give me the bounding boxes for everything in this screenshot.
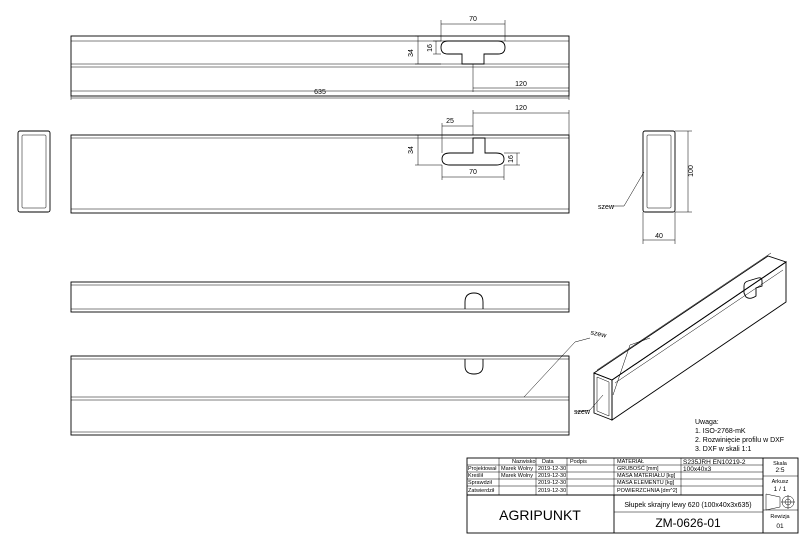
notes-heading: Uwaga: xyxy=(695,419,719,426)
iso-top-face xyxy=(593,255,788,381)
top-view-tslot xyxy=(440,40,506,65)
front-view-outline xyxy=(70,134,570,214)
dim-front-34: 34 xyxy=(408,146,415,154)
front-view-tslot xyxy=(441,137,505,166)
notes-item-2: 2. Rozwinięcie profilu w DXF xyxy=(695,437,784,444)
lower-front-outline xyxy=(70,355,570,436)
tb-material-value: S235JRH EN10219-2 xyxy=(683,459,746,466)
front-view: 120 25 34 16 70 xyxy=(70,105,570,214)
tb-company: AGRIPUNKT xyxy=(499,507,581,523)
iso-weld-leader-top xyxy=(612,337,651,396)
lower-weld-leader xyxy=(523,337,591,398)
dim-section-40: 40 xyxy=(655,233,663,240)
notes-item-3: 3. DXF w skali 1:1 xyxy=(695,446,752,453)
dim-front-25: 25 xyxy=(446,118,454,125)
tb-prop-element-mass-label: MASA ELEMENTU [kg] xyxy=(617,480,675,486)
tb-sheet-value: 1 / 1 xyxy=(774,486,787,493)
tb-prop-thickness-label: GRUBOŚĆ [mm] xyxy=(617,464,659,472)
section-outer xyxy=(642,130,676,213)
dim-section-100: 100 xyxy=(688,165,695,177)
dim-top-70: 70 xyxy=(469,16,477,23)
tb-date-approved: 2019-12-30 xyxy=(538,488,566,494)
tb-role-drawn: Kreślił xyxy=(468,473,484,479)
tb-header-name: Nazwisko xyxy=(512,459,536,465)
dim-front-120: 120 xyxy=(515,105,527,112)
dim-top-16: 16 xyxy=(427,44,434,52)
tb-part-name: Słupek skrajny lewy 620 (100x40x3x635) xyxy=(624,502,751,509)
tb-header-date: Data xyxy=(542,459,555,465)
tb-name-drawn: Marek Wolny xyxy=(501,473,533,479)
dim-top-635: 635 xyxy=(314,89,326,96)
tb-date-checked: 2019-12-30 xyxy=(538,480,566,486)
top-view-outline xyxy=(70,35,570,97)
tb-prop-material-mass-label: MASA MATERIAŁU [kg] xyxy=(617,473,676,479)
dim-front-16: 16 xyxy=(508,155,515,163)
dim-top-120: 120 xyxy=(515,81,527,88)
tb-date-drawn: 2019-12-30 xyxy=(538,473,566,479)
tb-sheet-label: Arkusz xyxy=(772,479,789,485)
section-view: 100 40 szew xyxy=(598,130,695,244)
tb-prop-thickness-value: 100x40x3 xyxy=(683,466,712,473)
iso-end-face xyxy=(593,372,613,421)
projection-symbol-icon xyxy=(765,493,795,511)
isometric-view: szew xyxy=(574,252,788,421)
tb-revision-label: Rewizja xyxy=(770,514,790,520)
iso-tslot xyxy=(743,277,763,299)
weld-label-section: szew xyxy=(598,204,615,211)
lower-front-view: szew xyxy=(70,329,608,436)
lower-top-outline xyxy=(70,281,570,313)
lower-front-slot xyxy=(464,359,484,375)
tb-header-material: MATERIAŁ xyxy=(617,459,644,465)
tb-role-checked: Sprawdził xyxy=(468,480,493,486)
title-block-frame xyxy=(466,457,799,534)
notes: Uwaga: 1. ISO-2768-mK 2. Rozwinięcie pro… xyxy=(695,419,784,453)
dim-top-34: 34 xyxy=(408,49,415,57)
notes-item-1: 1. ISO-2768-mK xyxy=(695,428,746,435)
weld-label-iso-bottom: szew xyxy=(574,409,591,416)
tb-scale-value: 2:5 xyxy=(775,467,784,474)
lower-top-slot xyxy=(464,292,484,309)
dim-front-70: 70 xyxy=(469,169,477,176)
tb-role-designed: Projektował xyxy=(468,466,497,472)
lower-top-view xyxy=(70,281,570,313)
tb-part-number: ZM-0626-01 xyxy=(655,516,721,530)
tb-header-sign: Podpis xyxy=(570,459,587,465)
left-end-view xyxy=(17,130,51,213)
tb-name-designed: Marek Wolny xyxy=(501,466,533,472)
tb-role-approved: Zatwierdził xyxy=(468,488,495,494)
tb-header-scale: Skala xyxy=(773,461,788,467)
section-weld-leader xyxy=(612,171,645,207)
tb-date-designed: 2019-12-30 xyxy=(538,466,566,472)
title-block: Nazwisko Data Podpis MATERIAŁ S235JRH EN… xyxy=(466,457,799,534)
iso-weld-leader-bottom xyxy=(574,394,604,413)
left-end-outer xyxy=(17,130,51,213)
top-view: 70 34 16 120 635 xyxy=(70,16,570,100)
tb-revision-value: 01 xyxy=(776,523,784,530)
tb-prop-area-label: POWIERZCHNIA [dm^2] xyxy=(617,488,678,494)
weld-label-lower: szew xyxy=(590,329,608,339)
